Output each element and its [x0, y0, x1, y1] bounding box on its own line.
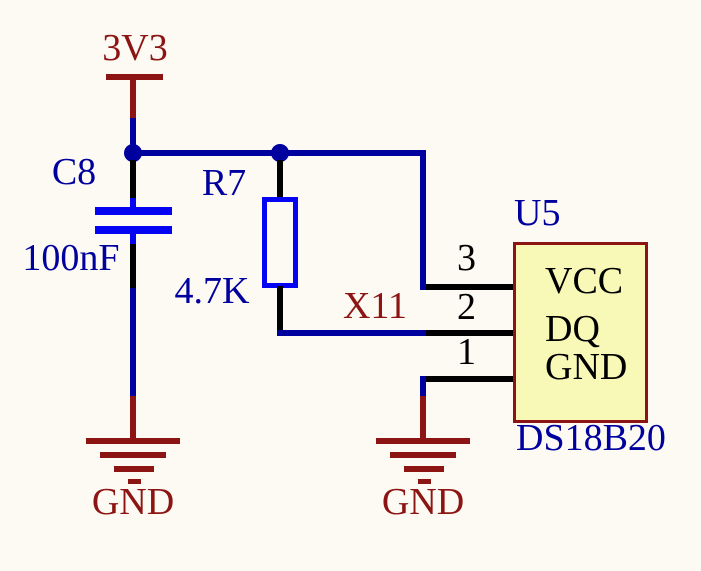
ground-net-label: GND	[91, 481, 175, 523]
power-net-label: 3V3	[102, 27, 168, 69]
wire-3v3-to-junction	[130, 118, 136, 154]
ic-pin-1-line	[426, 376, 513, 382]
capacitor-plate-bottom-icon	[95, 226, 172, 234]
ic-body	[513, 242, 648, 423]
ground-bar-3-icon	[114, 466, 154, 472]
ground-net-label: GND	[381, 481, 465, 523]
wire-pin1-down	[420, 376, 426, 396]
capacitor-lead-top	[130, 198, 136, 209]
gnd-stub-left	[130, 396, 136, 442]
resistor-pin-top	[277, 160, 283, 199]
power-rail-stub	[130, 78, 136, 118]
junction-dot-right	[271, 144, 289, 162]
ground-bar-4-icon	[128, 479, 141, 484]
resistor-value-label: 4.7K	[174, 270, 250, 312]
ic-pin-3-line	[426, 284, 513, 290]
ic-pin-2-line	[426, 330, 513, 336]
ground-bar-3-icon	[404, 466, 444, 472]
junction-dot-left	[124, 144, 142, 162]
gnd-stub-right	[420, 396, 426, 442]
power-rail-bar-icon	[106, 74, 163, 80]
pin-number-2: 2	[457, 286, 476, 328]
resistor-body-icon	[262, 197, 298, 288]
pin-name-gnd: GND	[545, 346, 628, 388]
capacitor-pin-top	[130, 160, 136, 200]
ground-bar-1-icon	[376, 438, 470, 444]
resistor-ref-label: R7	[201, 162, 247, 204]
ground-bar-2-icon	[100, 452, 166, 458]
ic-ref-label: U5	[514, 192, 561, 234]
capacitor-plate-top-icon	[95, 207, 172, 215]
ground-bar-2-icon	[390, 452, 456, 458]
wire-cap-to-gnd	[130, 288, 136, 398]
ground-bar-1-icon	[86, 438, 180, 444]
pin-number-3: 3	[457, 237, 476, 279]
pin-number-1: 1	[457, 331, 476, 373]
pin-name-dq: DQ	[545, 308, 600, 350]
wire-right-vertical	[420, 150, 426, 290]
pin-name-vcc: VCC	[545, 260, 624, 302]
capacitor-pin-bottom	[130, 244, 136, 288]
capacitor-lead-bottom	[130, 232, 136, 244]
resistor-pin-bottom	[277, 286, 283, 332]
ground-bar-4-icon	[418, 479, 431, 484]
ic-part-label: DS18B20	[516, 417, 666, 459]
capacitor-ref-label: C8	[51, 151, 97, 193]
wire-x11	[277, 330, 426, 336]
capacitor-value-label: 100nF	[22, 237, 120, 279]
net-x11-label: X11	[342, 285, 408, 327]
